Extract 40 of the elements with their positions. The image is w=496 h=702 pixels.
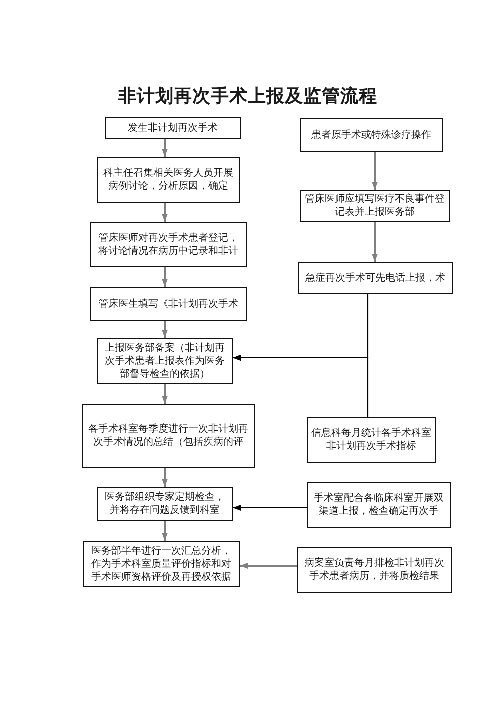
process-box bbox=[300, 118, 443, 152]
arrow bbox=[162, 203, 168, 222]
process-box bbox=[97, 157, 240, 203]
process-box bbox=[105, 117, 241, 139]
step-text: 管床医生填写《非计划再次手术 bbox=[98, 298, 238, 310]
step-text: 发生非计划再次手术 bbox=[128, 122, 218, 134]
step-text: 科主任召集相关医务人员开展病例讨论，分析原因，确定 bbox=[102, 167, 234, 193]
step-text: 管床医师应填写医疗不良事件登记表并上报医务部 bbox=[304, 193, 446, 219]
arrow bbox=[372, 222, 378, 262]
arrow bbox=[233, 505, 307, 511]
step-text: 手术室配合各临床科室开展双渠道上报，检查确定再次手 bbox=[313, 492, 445, 518]
arrow bbox=[162, 267, 168, 287]
arrow bbox=[162, 521, 168, 541]
step-text: 患者原手术或特殊诊疗操作 bbox=[312, 128, 432, 142]
step-text: 信息科每月统计各手术科室非计划再次手术指标 bbox=[311, 427, 432, 453]
process-box bbox=[82, 404, 255, 468]
step-text: 医务部半年进行一次汇总分析，作为手术科室质量评价指标和对手术医师资格评价及再授权依据 bbox=[90, 544, 232, 584]
step-text: 各手术科室每季度进行一次非计划再次手术情况的总结（包括疾病的评 bbox=[88, 423, 250, 449]
process-box bbox=[97, 338, 233, 384]
arrow bbox=[162, 468, 168, 487]
arrow bbox=[372, 152, 378, 190]
process-box bbox=[90, 222, 247, 267]
arrow bbox=[233, 355, 369, 417]
step-text: 上报医务部备案（非计划再次手术患者上报表作为医务部督导检查的依据） bbox=[104, 342, 226, 380]
step-text: 管床医师对再次手术患者登记，将讨论情况在病历中记录和非计 bbox=[98, 232, 240, 258]
arrow bbox=[162, 384, 168, 404]
process-box bbox=[307, 417, 436, 463]
step-text: 急症再次手术可先电话上报，术 bbox=[306, 272, 446, 284]
step-text: 医务部组织专家定期检查，并将存在问题反馈到科室 bbox=[104, 491, 226, 517]
step-text: 病案室负责每月排检非计划再次手术患者病历，并将质检结果 bbox=[304, 557, 446, 583]
process-box bbox=[97, 487, 233, 521]
arrow bbox=[162, 139, 168, 157]
process-box bbox=[83, 541, 240, 587]
arrow bbox=[162, 321, 168, 338]
process-box bbox=[297, 547, 452, 593]
process-box bbox=[307, 482, 451, 528]
diagram-title: 非计划再次手术上报及监管流程 bbox=[118, 86, 378, 107]
process-box bbox=[90, 287, 247, 321]
process-box bbox=[298, 262, 453, 294]
arrow bbox=[240, 563, 297, 569]
